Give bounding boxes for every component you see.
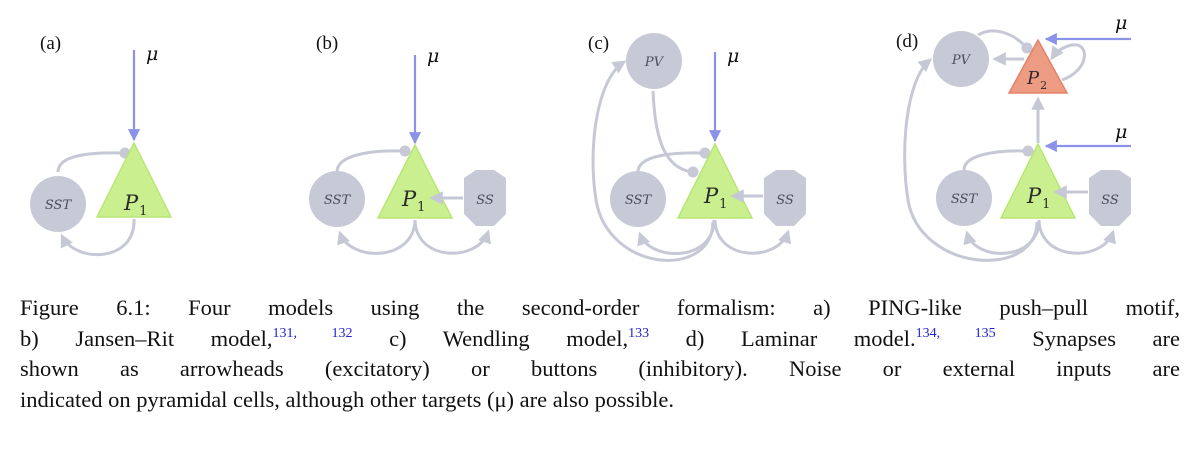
panel-label-b: (b) [316,33,338,54]
pv-label: PV [644,55,665,70]
ss-node [764,170,806,226]
mu-label: μ [1115,12,1127,34]
sst-node [30,176,86,232]
p1-node [95,141,173,218]
panel-label-a: (a) [40,33,61,54]
inhibitory-button [1022,145,1034,157]
inhibitory-connection-pv-to-p1 [651,90,693,174]
citation-link[interactable]: 131, 132 [272,325,353,341]
inhibitory-connection-sst-to-p1 [636,151,705,173]
sst-node [309,171,365,227]
sst-label: SST [324,193,352,208]
excitatory-connection-p1-to-sst [963,219,1041,255]
p1-label: P1 [401,187,425,215]
mu-label: μ [427,45,439,67]
p1-label: P1 [1026,184,1050,212]
inhibitory-connection-sst-to-p1 [56,151,125,173]
pv-node [626,33,682,89]
sst-label: SST [45,198,73,213]
excitatory-connection-p1-to-sst [60,218,136,257]
p1-label: P1 [123,191,147,219]
excitatory-connection-p1-to-ss [713,219,791,255]
pv-node [933,31,989,87]
caption-line-4: indicated on pyramidal cells, although o… [20,386,674,412]
p1-label: P1 [703,184,727,212]
excitatory-connection-p1-to-ss [413,219,491,255]
citation-link[interactable]: 134, 135 [915,325,996,341]
sst-node [610,171,666,227]
figure-caption: Figure 6.1: Four models using the second… [20,293,1180,415]
inhibitory-connection-pv-to-p2 [977,29,1028,49]
sst-label: SST [951,192,979,207]
mu-label: μ [1115,121,1127,143]
ss-node [464,170,506,226]
mu-label: μ [146,43,158,65]
panel-c: (c) μ PV SST P1 SS [588,33,806,262]
excitatory-connection-p1-to-pv [591,60,715,262]
excitatory-connection-p1-to-pv [903,58,1039,262]
inhibitory-button [699,147,711,159]
inhibitory-button [399,145,411,157]
caption-line-1: Figure 6.1: Four models using the second… [20,295,1180,320]
caption-line-2: b) Jansen–Rit model,131, 132 c) Wendling… [20,325,1181,351]
panel-d: (d) PV P2 μ μ SST P1 SS [896,12,1131,262]
sst-node [936,170,992,226]
ss-label: SS [776,193,794,208]
excitatory-self-connection-p2 [1050,43,1086,82]
panel-label-c: (c) [588,33,609,54]
p2-node [1007,38,1069,94]
caption-line-3: shown as arrowheads (excitatory) or butt… [20,356,1180,381]
mu-label: μ [727,45,739,67]
ss-label: SS [476,193,494,208]
p1-node [999,142,1077,219]
ss-label: SS [1101,193,1119,208]
inhibitory-button [1021,42,1033,54]
panel-label-d: (d) [896,31,918,52]
panel-b: (b) μ SST P1 SS [309,33,506,255]
pv-label: PV [951,53,972,68]
inhibitory-button [687,166,699,178]
citation-link[interactable]: 133 [628,325,650,341]
p2-label: P2 [1026,68,1047,92]
figure-diagram: (a) μ SST P1 (b) μ SST P1 SS (c) μ PV [30,12,1131,262]
ss-node [1089,170,1131,226]
excitatory-connection-p1-to-ss [1037,219,1116,255]
sst-label: SST [625,193,653,208]
inhibitory-connection-sst-to-p1 [335,149,405,173]
inhibitory-connection-sst-to-p1 [962,149,1028,171]
excitatory-connection-p1-to-sst [337,219,417,255]
panel-a: (a) μ SST P1 [30,33,173,257]
